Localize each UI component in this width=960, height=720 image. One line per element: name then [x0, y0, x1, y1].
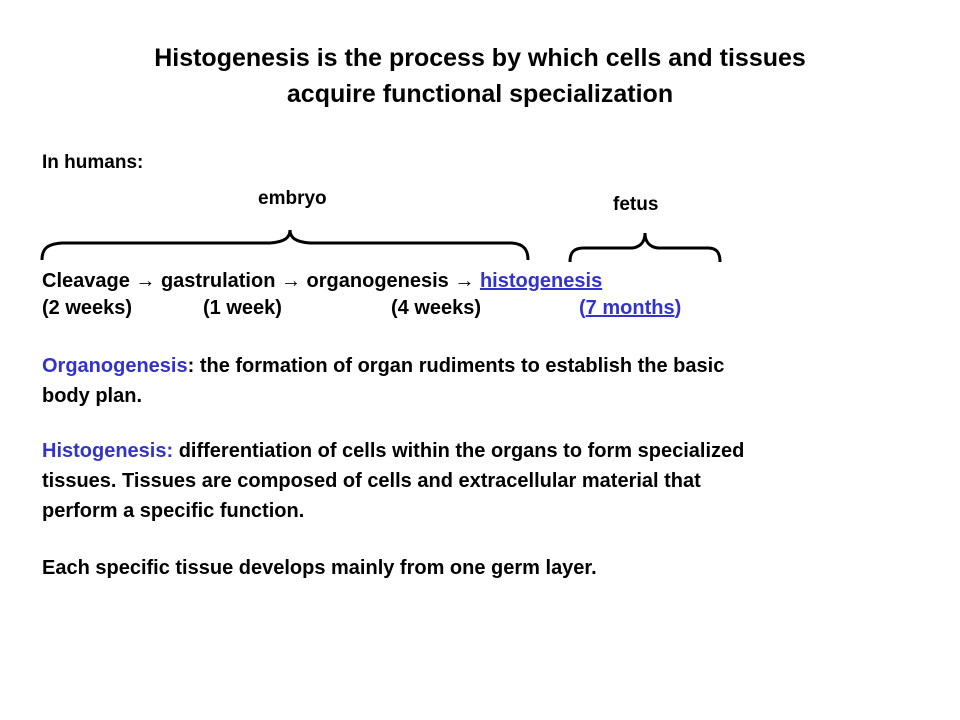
organogenesis-text-1: : the formation of organ rudiments to es… [187, 355, 725, 377]
stage-histogenesis-link[interactable]: histogenesis [479, 270, 603, 292]
duration-organogenesis: (4 weeks) [391, 297, 482, 319]
organogenesis-term: Organogenesis [42, 355, 188, 377]
histogenesis-definition: Histogenesis: differentiation of cells w… [42, 436, 922, 526]
fetus-brace [568, 232, 722, 263]
stage-organogenesis: organogenesis [306, 270, 449, 292]
histogenesis-line-2: tissues. Tissues are composed of cells a… [42, 470, 701, 492]
organogenesis-definition: Organogenesis: the formation of organ ru… [42, 351, 922, 411]
paren-close: ) [674, 297, 682, 319]
arrow-icon: → [280, 270, 301, 292]
organogenesis-line-1: Organogenesis: the formation of organ ru… [42, 351, 922, 381]
arrow-icon: → [454, 270, 475, 292]
histogenesis-term: Histogenesis: [42, 440, 174, 462]
duration-gastrulation: (1 week) [203, 297, 282, 319]
stage-sequence: Cleavage → gastrulation → organogenesis … [42, 270, 602, 293]
embryo-brace [40, 229, 530, 261]
histogenesis-line-3: perform a specific function. [42, 500, 305, 522]
title-line-1: Histogenesis is the process by which cel… [154, 44, 806, 72]
title-line-2: acquire functional specialization [286, 80, 674, 108]
organogenesis-line-2: body plan. [42, 385, 142, 407]
fetus-label: fetus [613, 194, 659, 215]
closing-statement: Each specific tissue develops mainly fro… [42, 557, 597, 579]
arrow-icon: → [135, 270, 156, 292]
embryo-label: embryo [258, 188, 327, 209]
histogenesis-text-1: differentiation of cells within the orga… [173, 440, 745, 462]
stage-cleavage: Cleavage [42, 270, 130, 292]
duration-histogenesis: (7 months) [579, 297, 681, 320]
paren-open: ( [579, 297, 586, 319]
duration-cleavage: (2 weeks) [42, 297, 133, 319]
slide-title: Histogenesis is the process by which cel… [40, 40, 920, 112]
intro-label: In humans: [42, 152, 144, 173]
duration-histogenesis-link[interactable]: 7 months [585, 297, 675, 319]
histogenesis-line-1: Histogenesis: differentiation of cells w… [42, 436, 922, 466]
stage-gastrulation: gastrulation [160, 270, 276, 292]
